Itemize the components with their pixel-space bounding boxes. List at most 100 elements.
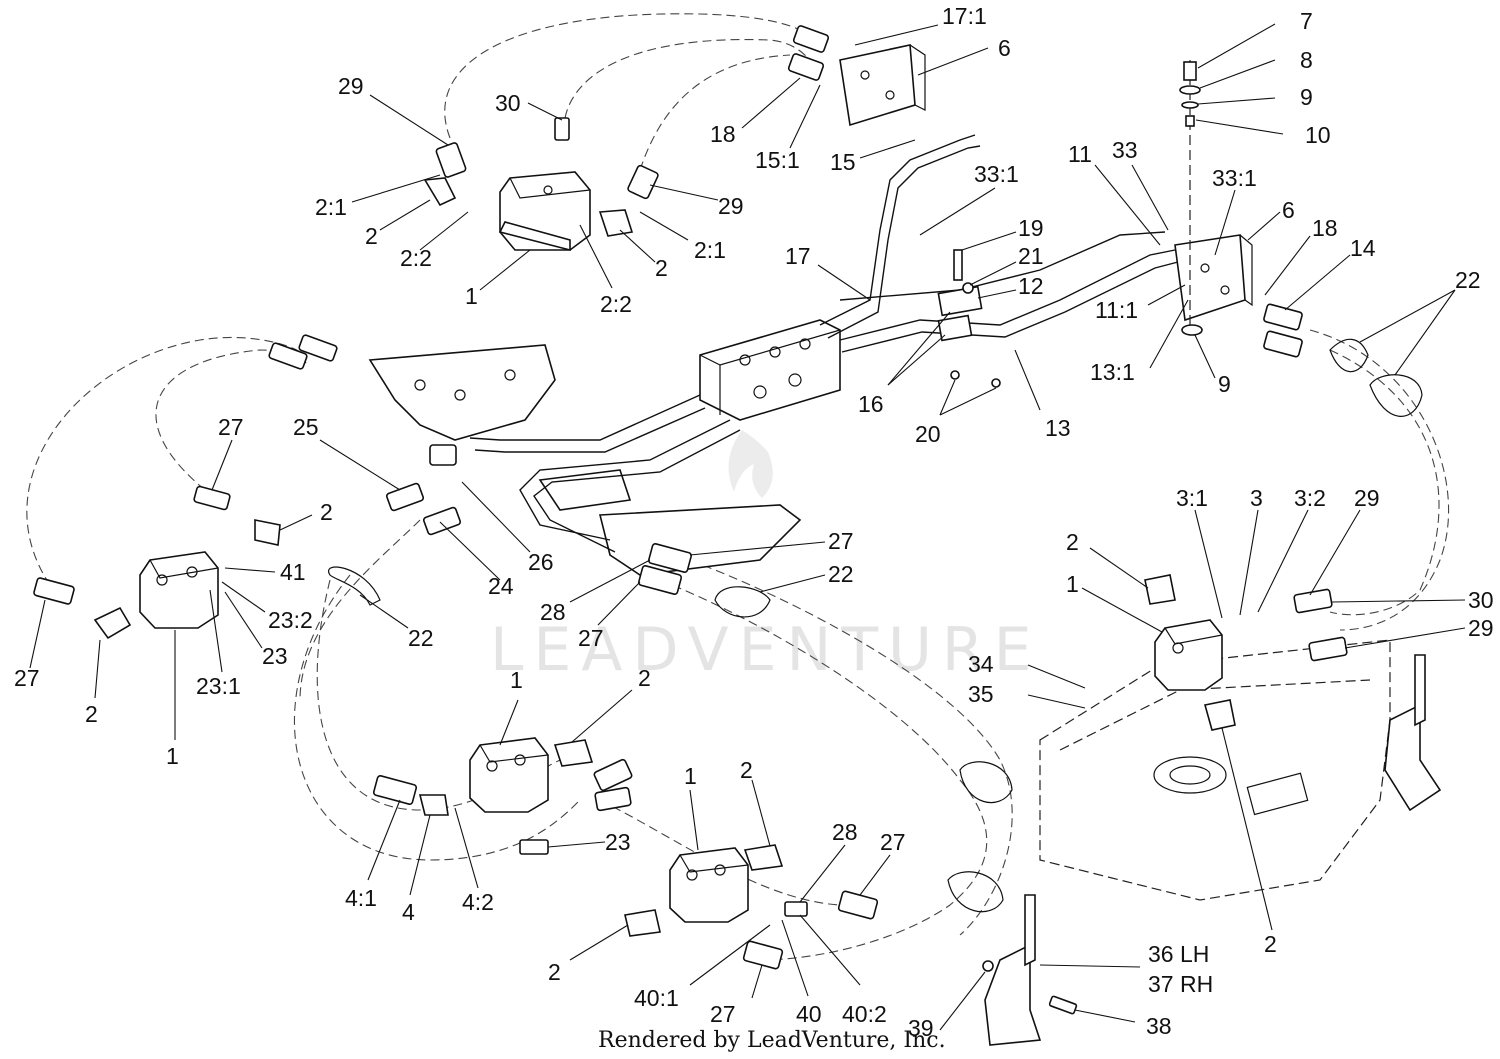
leader-20b bbox=[939, 387, 997, 416]
hose-strap bbox=[1369, 374, 1423, 417]
elbow-2d bbox=[93, 606, 132, 640]
leader-27a bbox=[211, 439, 233, 491]
callout-8: 8 bbox=[1300, 47, 1313, 73]
hose-route bbox=[639, 54, 791, 171]
leader-30b bbox=[1331, 599, 1466, 603]
hose-end-29c bbox=[1293, 588, 1333, 614]
leader-27f bbox=[751, 964, 763, 999]
bracket-plate bbox=[368, 344, 556, 441]
leader-27b bbox=[29, 599, 46, 669]
callout-1: 1 bbox=[166, 743, 179, 769]
callout-25: 25 bbox=[293, 414, 319, 440]
leader-36-37 bbox=[1039, 964, 1141, 968]
leader-28b bbox=[799, 844, 846, 903]
callout-23-2: 23:2 bbox=[268, 607, 313, 633]
leader-15-1 bbox=[789, 84, 821, 149]
leader-11-1 bbox=[1147, 284, 1186, 306]
leader-23-2 bbox=[221, 581, 266, 613]
valve-port bbox=[788, 373, 802, 387]
motor-bolt bbox=[186, 566, 198, 578]
leader-22a-1 bbox=[1359, 289, 1456, 343]
leader-40 bbox=[781, 919, 809, 997]
callout-29: 29 bbox=[1354, 485, 1380, 511]
leader-23-1 bbox=[209, 589, 223, 673]
bracket-hole bbox=[1220, 285, 1230, 295]
leader-29c bbox=[1309, 509, 1361, 596]
nut-10 bbox=[1185, 115, 1195, 127]
deck-decal bbox=[1246, 772, 1309, 816]
bracket-plate bbox=[598, 504, 802, 576]
fitting-25 bbox=[385, 482, 425, 512]
leader-2d bbox=[94, 639, 101, 699]
leader-3-2 bbox=[1257, 509, 1309, 613]
elbow-2e bbox=[1144, 574, 1176, 605]
callout-3: 3 bbox=[1250, 485, 1263, 511]
leader-29a bbox=[369, 94, 449, 146]
callout-40: 40 bbox=[796, 1001, 822, 1027]
deck-lift-bracket bbox=[982, 654, 1442, 1046]
motor-edge bbox=[679, 854, 749, 873]
callout-7: 7 bbox=[1300, 8, 1313, 34]
leader-12 bbox=[977, 289, 1017, 299]
hose-end-14 bbox=[1263, 303, 1303, 331]
leader-18a bbox=[741, 77, 801, 129]
leader-13-1 bbox=[1149, 299, 1189, 369]
callout-4: 4 bbox=[402, 899, 415, 925]
hose-end-30 bbox=[554, 117, 570, 141]
leader-2c bbox=[279, 514, 313, 531]
lift-bracket-right-post bbox=[1414, 654, 1426, 727]
hose-end-left-b bbox=[298, 334, 338, 362]
callout-27: 27 bbox=[880, 829, 906, 855]
callout-28: 28 bbox=[540, 599, 566, 625]
callout-14: 14 bbox=[1350, 235, 1376, 261]
callout-27: 27 bbox=[710, 1001, 736, 1027]
washer-9 bbox=[1181, 101, 1199, 109]
leader-18b bbox=[1264, 235, 1311, 296]
hose-route bbox=[689, 559, 1013, 936]
leader-1a bbox=[479, 249, 531, 291]
motor-flange bbox=[498, 221, 571, 252]
callout-11-1: 11:1 bbox=[1095, 297, 1138, 323]
hose-strap bbox=[1329, 338, 1369, 373]
valve-body bbox=[699, 319, 841, 421]
leader-39 bbox=[939, 971, 986, 1031]
motor-top bbox=[498, 171, 591, 252]
bracket-plate bbox=[1174, 234, 1246, 322]
leader-34 bbox=[1027, 664, 1086, 689]
elbow-2h bbox=[624, 909, 661, 937]
tube-left-b bbox=[474, 407, 706, 453]
leader-26 bbox=[461, 481, 531, 553]
leader-6a bbox=[917, 47, 989, 76]
valve-port bbox=[739, 354, 751, 366]
fittings bbox=[33, 25, 1348, 970]
motor-bottom bbox=[669, 847, 749, 923]
callout-33-1: 33:1 bbox=[1212, 165, 1257, 191]
leader-17-1 bbox=[854, 24, 939, 46]
callout-26: 26 bbox=[528, 549, 554, 575]
deck-spindle-hub bbox=[1169, 765, 1211, 785]
hose-routes bbox=[26, 13, 1450, 961]
bracket-hole bbox=[504, 369, 516, 381]
motor-bolt bbox=[156, 574, 168, 586]
leader-29b bbox=[649, 184, 719, 201]
motor-bolt bbox=[714, 864, 726, 876]
leader-27c bbox=[689, 541, 826, 556]
motor-bolt bbox=[686, 869, 698, 881]
callout-4-2: 4:2 bbox=[462, 889, 494, 915]
hose-end-29d bbox=[1308, 636, 1348, 662]
fitting-28b bbox=[784, 901, 808, 917]
callout-27: 27 bbox=[578, 625, 604, 651]
callout-16: 16 bbox=[858, 391, 884, 417]
callout-15-1: 15:1 bbox=[755, 147, 800, 173]
hose-route bbox=[659, 579, 988, 961]
leader-2h bbox=[569, 924, 629, 961]
hose-route bbox=[1309, 329, 1450, 631]
hose-end-29b bbox=[627, 164, 659, 200]
callout-22: 22 bbox=[408, 625, 434, 651]
tube-17b bbox=[827, 145, 981, 339]
valve-port bbox=[769, 346, 781, 358]
valve-manifold bbox=[699, 319, 841, 421]
leader-3-1 bbox=[1194, 509, 1223, 619]
callout-18: 18 bbox=[1312, 215, 1338, 241]
